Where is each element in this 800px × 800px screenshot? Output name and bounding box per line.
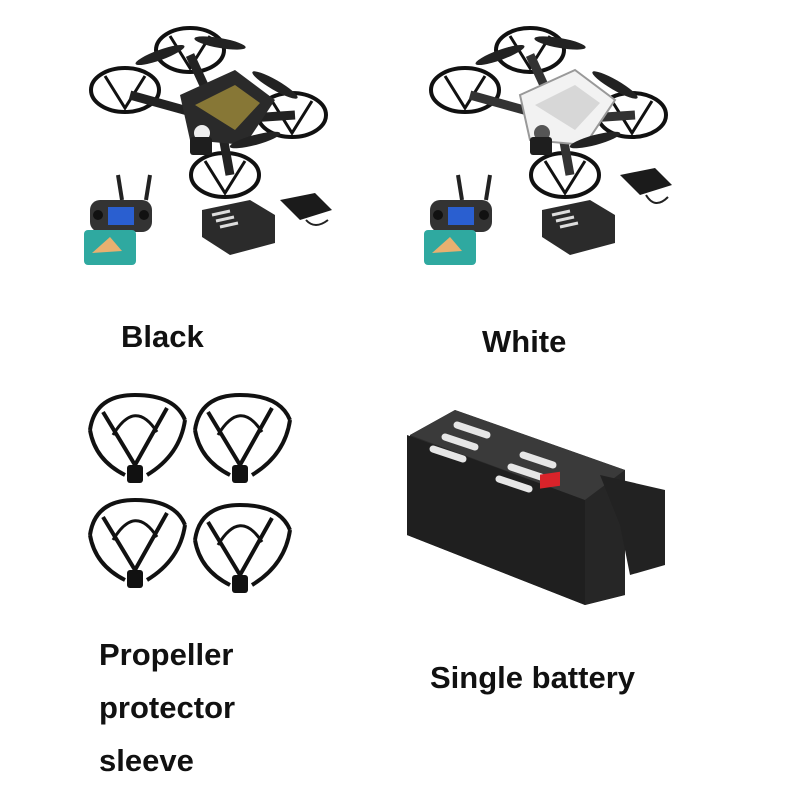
remote-controller: [84, 174, 152, 265]
single-battery-label: Single battery: [430, 660, 635, 695]
remote-controller: [424, 174, 492, 265]
battery-small: [542, 200, 615, 255]
propeller-guard: [88, 498, 187, 590]
drone-guard: [429, 66, 501, 114]
single-battery-image: [407, 410, 665, 605]
propeller-protector-label-line: Propeller: [99, 637, 234, 672]
propeller-protector-label-line: sleeve: [99, 743, 194, 778]
drone-guard: [89, 66, 161, 114]
propeller-guards-image: [88, 393, 292, 595]
color-option-black-label: Black: [121, 319, 204, 354]
propeller-guard: [193, 393, 292, 485]
propeller-guard: [193, 503, 292, 595]
black-drone-kit-image: [84, 26, 332, 265]
color-option-white-label: White: [482, 324, 567, 359]
propeller-guard: [88, 393, 187, 485]
battery-small: [202, 200, 275, 255]
propeller-protector-label-line: protector: [99, 690, 236, 725]
carrying-case: [280, 193, 332, 226]
carrying-case: [620, 168, 672, 204]
white-drone-kit-image: [424, 26, 672, 265]
propeller-protector-label: Propeller protector sleeve: [99, 628, 235, 787]
